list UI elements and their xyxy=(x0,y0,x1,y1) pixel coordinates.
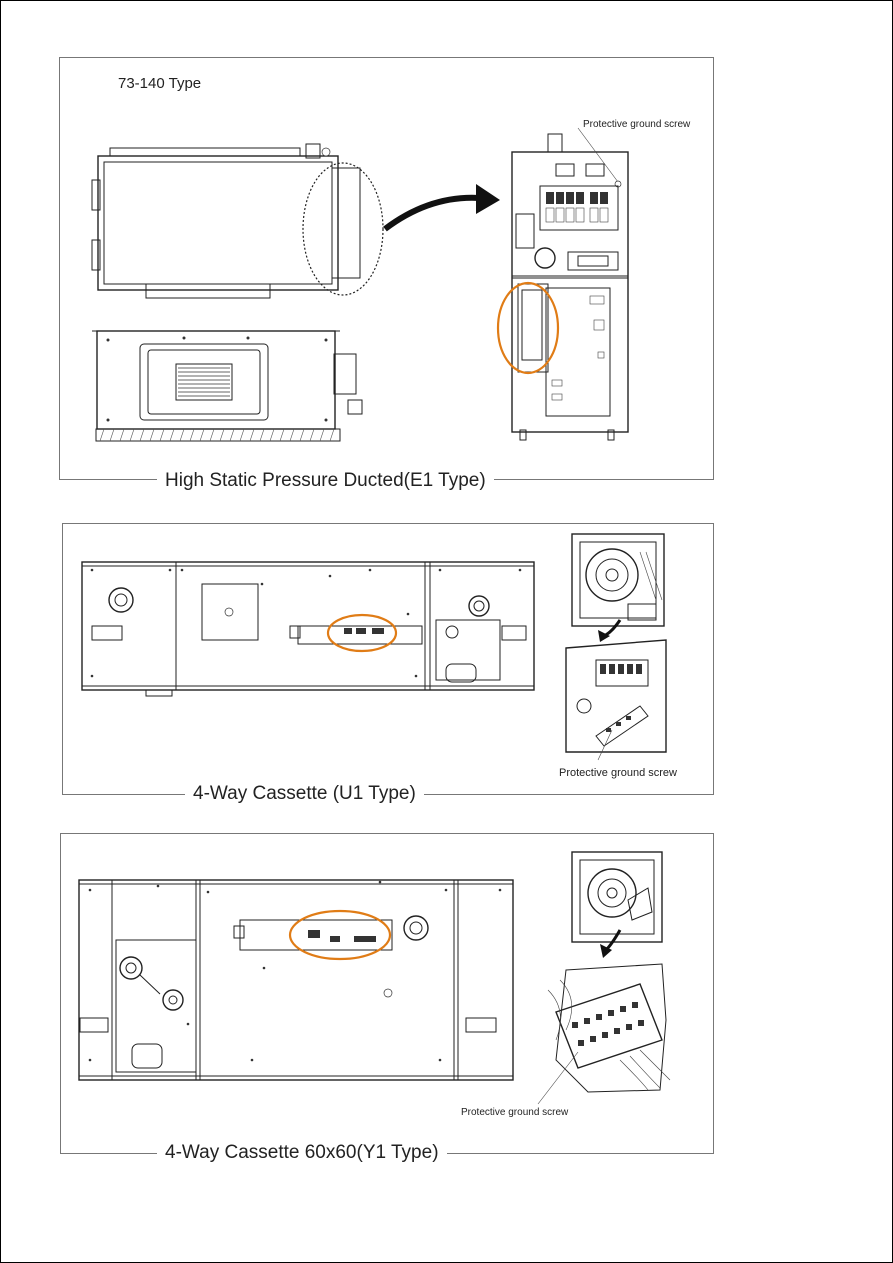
ground-screw-callout: Protective ground screw xyxy=(461,1107,569,1118)
panel-subtitle: 73-140 Type xyxy=(118,75,202,92)
pcb-highlight xyxy=(288,909,392,961)
ducted-electrical-box xyxy=(496,127,629,441)
cassette-y1-side-view xyxy=(78,879,514,1081)
cassette-y1-detail xyxy=(537,851,671,1105)
pcb-highlight xyxy=(496,281,560,375)
cassette-u1-detail xyxy=(565,533,667,761)
panel-caption: 4-Way Cassette 60x60(Y1 Type) xyxy=(157,1142,447,1164)
cassette-u1-side-view xyxy=(81,561,535,697)
panel-caption: 4-Way Cassette (U1 Type) xyxy=(185,783,424,805)
pcb-highlight xyxy=(326,613,398,653)
ducted-unit-top-view xyxy=(91,143,500,299)
ducted-unit-front-view xyxy=(92,330,363,442)
panel-caption: High Static Pressure Ducted(E1 Type) xyxy=(157,470,494,492)
ground-screw-callout: Protective ground screw xyxy=(559,767,677,779)
ground-screw-callout: Protective ground screw xyxy=(583,119,691,130)
